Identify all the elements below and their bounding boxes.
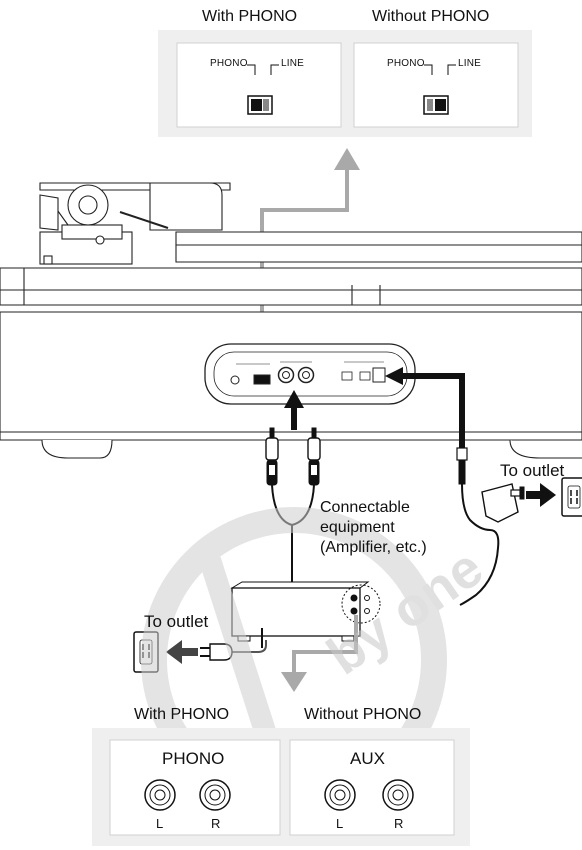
slide-switch-line-icon bbox=[423, 95, 449, 115]
input-label-aux: AUX bbox=[350, 749, 385, 768]
rca-jack-aux-l-icon bbox=[324, 779, 356, 811]
heading-with-phono-bottom: With PHONO bbox=[134, 706, 230, 723]
input-label-phono: PHONO bbox=[162, 749, 225, 768]
amplifier-power-cord bbox=[226, 628, 267, 653]
input-box-aux bbox=[289, 739, 455, 836]
rca-jack-aux-r-icon bbox=[382, 779, 414, 811]
amplifier-icon bbox=[230, 581, 381, 642]
equipment-label-line3: (Amplifier, etc.) bbox=[320, 539, 427, 556]
outlet-arrow-right bbox=[526, 483, 556, 507]
input-box-phono bbox=[109, 739, 281, 836]
rca-plug-left-icon bbox=[265, 427, 279, 486]
input-pointer-arrow bbox=[281, 615, 358, 692]
signal-arrow-up bbox=[284, 390, 304, 430]
switch-label-phono-left: PHONO bbox=[210, 58, 248, 69]
power-arrow-left bbox=[385, 367, 465, 448]
rear-connector-panel bbox=[204, 343, 416, 405]
equipment-label-line2: equipment bbox=[320, 519, 395, 536]
equipment-label-line1: Connectable bbox=[320, 499, 410, 516]
outlet-arrow-left bbox=[166, 640, 198, 664]
rca-plug-right-icon bbox=[307, 427, 321, 486]
to-outlet-left-label: To outlet bbox=[144, 612, 209, 631]
slide-switch-phono-icon bbox=[247, 95, 273, 115]
ac-adapter-icon bbox=[456, 447, 525, 606]
switch-bracket-left bbox=[247, 64, 279, 75]
power-plug-icon bbox=[200, 643, 233, 661]
jack-label-phono-r: R bbox=[211, 816, 221, 831]
switch-label-phono-right: PHONO bbox=[387, 58, 425, 69]
switch-label-line-right: LINE bbox=[458, 58, 482, 69]
heading-without-phono-bottom: Without PHONO bbox=[304, 706, 422, 723]
switch-label-line-left: LINE bbox=[281, 58, 305, 69]
jack-label-aux-l: L bbox=[336, 816, 344, 831]
wall-outlet-right-icon bbox=[561, 477, 582, 517]
switch-bracket-right bbox=[424, 64, 456, 75]
to-outlet-right-label: To outlet bbox=[500, 461, 565, 480]
rca-jack-phono-r-icon bbox=[199, 779, 231, 811]
jack-label-aux-r: R bbox=[394, 816, 404, 831]
jack-label-phono-l: L bbox=[156, 816, 164, 831]
heading-with-phono-top: With PHONO bbox=[202, 8, 298, 25]
heading-without-phono-top: Without PHONO bbox=[372, 8, 490, 25]
rca-jack-phono-l-icon bbox=[144, 779, 176, 811]
